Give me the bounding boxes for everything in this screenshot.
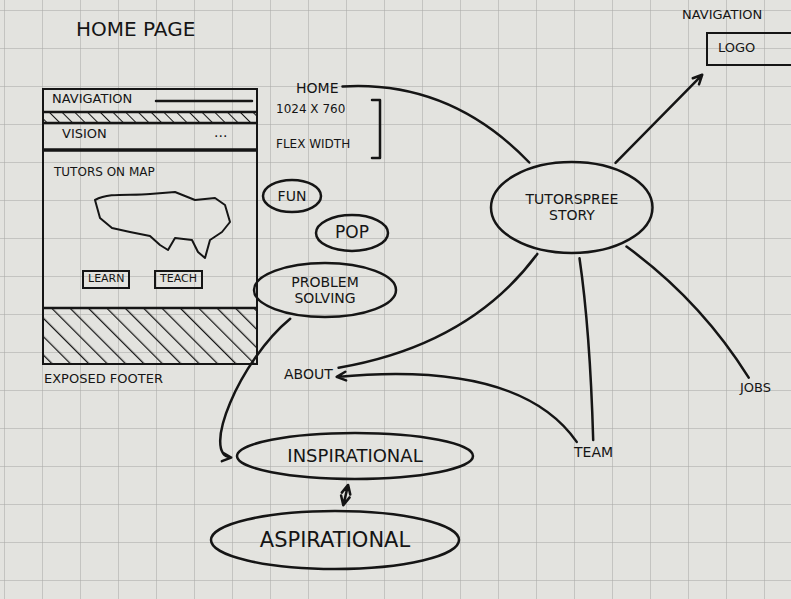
wireframe-label: VISION (62, 127, 107, 142)
connector-line (616, 75, 703, 163)
connector (616, 75, 703, 163)
oval-node: INSPIRATIONAL (235, 431, 475, 481)
wireframe-sketch (44, 100, 380, 363)
oval-label: INSPIRATIONAL (287, 446, 422, 467)
button-box: LEARN (82, 270, 130, 289)
menu-label: TEAM (574, 444, 613, 460)
connector (627, 247, 749, 378)
oval-shape (254, 263, 396, 317)
oval-label: ASPIRATIONAL (260, 528, 410, 552)
button-label: TEACH (160, 273, 197, 286)
navigation-label: NAVIGATION (682, 8, 762, 23)
connector-line (337, 372, 577, 442)
connector-line (343, 86, 530, 162)
hatch-band (44, 112, 256, 123)
button-box: TEACH (154, 270, 203, 289)
navigation-box: NAVIGATION LOGO (682, 8, 791, 72)
oval-node: FUN (261, 178, 323, 214)
menu-item: JOBS (740, 381, 771, 396)
ellipsis-label: ... (214, 124, 227, 140)
wireframe-label: TUTORS ON MAP (54, 166, 155, 180)
button-label: LEARN (88, 273, 124, 286)
connector-line (627, 247, 749, 378)
logo-label: LOGO (708, 34, 791, 56)
oval-shape (316, 215, 388, 251)
oval-node: POP (314, 213, 390, 253)
connector (341, 485, 350, 505)
oval-shape (237, 433, 473, 479)
oval-shape (491, 162, 653, 253)
dimension-label: FLEX WIDTH (276, 138, 350, 152)
connector (337, 372, 577, 442)
bracket (372, 100, 380, 158)
connector (220, 319, 290, 462)
menu-item: ABOUT (284, 366, 333, 382)
oval-label: TUTORSPREE STORY (515, 191, 630, 223)
oval-label: PROBLEM SOLVING (275, 274, 375, 306)
connector (343, 86, 530, 162)
connector-line (341, 485, 350, 505)
footer-label: EXPOSED FOOTER (44, 372, 163, 387)
connector (580, 258, 594, 440)
oval-label: FUN (278, 188, 307, 204)
oval-node: ASPIRATIONAL (209, 509, 461, 571)
wireframe-box: HOME PAGE EXPOSED FOOTER LEARN TEACH (42, 18, 258, 394)
connector-line (580, 258, 594, 440)
oval-label: POP (335, 223, 369, 243)
connector-line (220, 319, 290, 462)
menu-item: HOME (296, 80, 338, 96)
oval-shape (263, 180, 321, 212)
footer-hatch (44, 308, 256, 363)
map-outline (95, 192, 230, 258)
menu-label: ABOUT (284, 366, 333, 382)
nav-line (156, 100, 252, 103)
oval-shape (211, 511, 459, 569)
wireframe-label: NAVIGATION (52, 92, 132, 107)
divider-line (44, 148, 256, 152)
central-oval: TUTORSPREE STORY (489, 160, 655, 255)
logo-box: LOGO (706, 32, 791, 66)
menu-label: HOME (296, 80, 338, 96)
page-heading: HOME PAGE (76, 18, 195, 41)
menu-label: JOBS (740, 381, 771, 396)
oval-node: PROBLEM SOLVING (252, 261, 398, 319)
menu-item: TEAM (574, 444, 613, 460)
dimension-label: 1024 X 760 (276, 103, 345, 117)
